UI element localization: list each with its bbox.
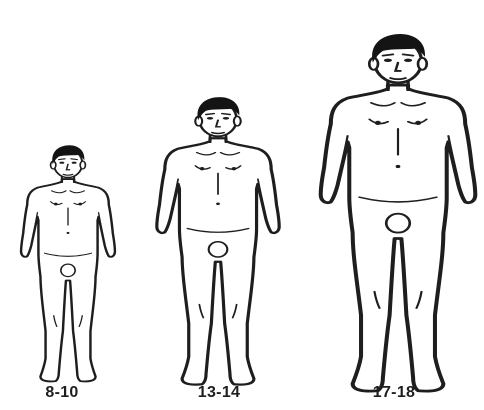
age-label-young-adult: 17-18	[373, 384, 415, 402]
age-label-adolescent: 13-14	[198, 384, 240, 402]
figure-adolescent	[157, 97, 279, 385]
figure-child	[21, 145, 115, 381]
figure-young-adult	[321, 34, 476, 391]
age-label-child: 8-10	[45, 384, 78, 402]
